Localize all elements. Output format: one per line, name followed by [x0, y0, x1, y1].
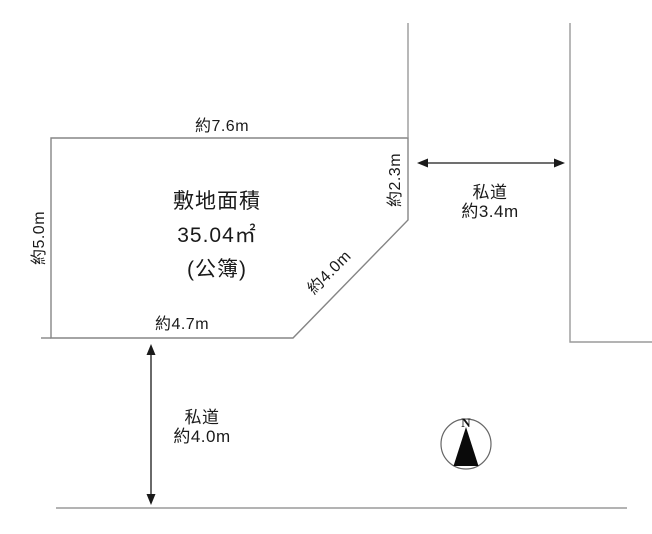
- road-right-width-arrow: [417, 158, 565, 168]
- road-right-name: 私道: [472, 183, 508, 202]
- area-note: (公簿): [187, 258, 247, 281]
- parcel-outline: [50, 137, 409, 339]
- road-bottom-width: 約4.0m: [173, 427, 231, 446]
- compass-north-letter: N: [461, 415, 471, 430]
- road-boundary-right: [569, 23, 652, 343]
- compass: [440, 418, 492, 470]
- dimension-right-upper: 約2.3m: [387, 152, 404, 208]
- road-right-width: 約3.4m: [461, 202, 519, 221]
- road-bottom-label: 私道 約4.0m: [173, 408, 230, 446]
- area-value: 35.04㎡: [177, 224, 257, 247]
- area-title: 敷地面積: [173, 190, 261, 213]
- road-right-label: 私道 約3.4m: [461, 183, 518, 221]
- dimension-bottom: 約4.7m: [154, 316, 210, 333]
- dimension-top: 約7.6m: [194, 118, 250, 135]
- parcel-area-label: 敷地面積 35.04㎡ (公簿): [173, 185, 261, 287]
- dimension-left: 約5.0m: [31, 210, 48, 266]
- road-bottom-name: 私道: [184, 408, 220, 427]
- road-bottom-width-arrow: [146, 344, 156, 505]
- compass-north-needle: [453, 427, 479, 466]
- compass-circle: [440, 418, 492, 470]
